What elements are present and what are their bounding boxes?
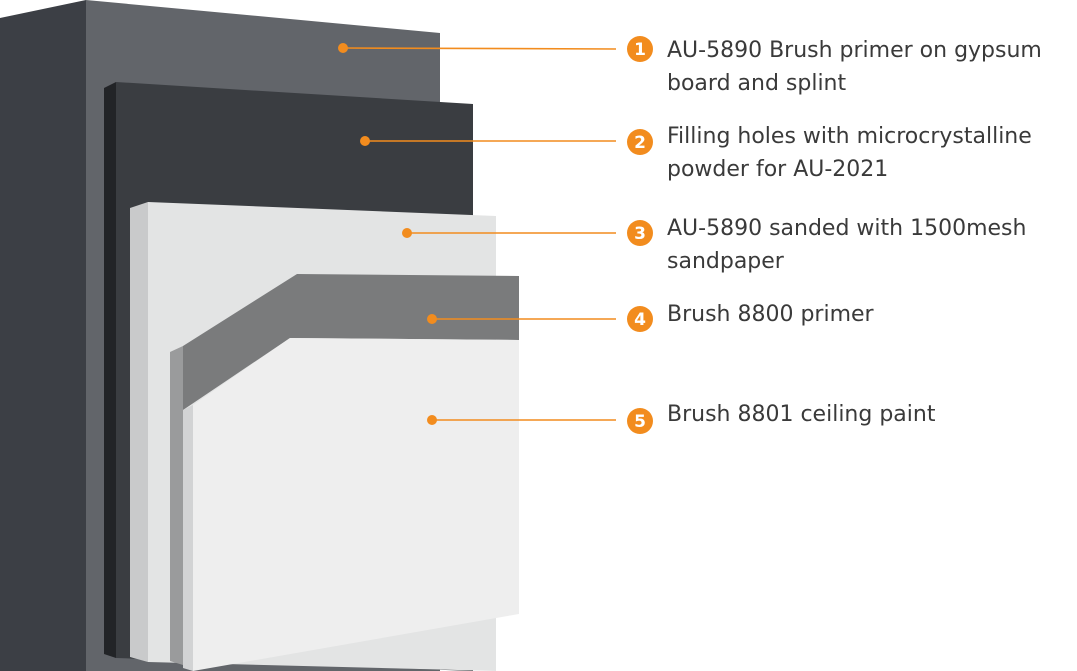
leader-dot-4 [427, 314, 437, 324]
callout-5: 5 Brush 8801 ceiling paint [427, 402, 936, 434]
layer-1-side [0, 0, 86, 671]
layer-5-slab [183, 338, 519, 671]
layer-4-face [183, 274, 519, 410]
layer-3-side [130, 202, 148, 662]
leader-dot-1 [338, 43, 348, 53]
layer-5-side [183, 405, 193, 671]
number-badge-1-text: 1 [634, 40, 646, 60]
number-badge-4-text: 4 [634, 310, 646, 330]
callout-1: 1 AU-5890 Brush primer on gypsum board a… [338, 36, 1042, 96]
layer-4-side [170, 346, 183, 665]
callout-2-line-2: powder for AU-2021 [667, 157, 888, 182]
number-badge-4 [627, 306, 653, 332]
layer-4-slab [170, 274, 519, 665]
leader-dot-2 [360, 136, 370, 146]
number-badge-5 [627, 408, 653, 434]
callout-2: 2 Filling holes with microcrystalline po… [360, 124, 1032, 182]
leader-line-1 [342, 47, 617, 50]
leader-dot-3 [402, 228, 412, 238]
callout-5-line-1: Brush 8801 ceiling paint [667, 402, 936, 427]
callout-3-line-1: AU-5890 sanded with 1500mesh [667, 216, 1026, 241]
callout-2-line-1: Filling holes with microcrystalline [667, 124, 1032, 149]
callout-4-line-1: Brush 8800 primer [667, 302, 875, 327]
callout-1-line-2: board and splint [667, 71, 847, 96]
number-badge-3-text: 3 [634, 224, 646, 244]
leader-dot-5 [427, 415, 437, 425]
layer-2-side [104, 82, 116, 658]
number-badge-5-text: 5 [634, 412, 646, 432]
number-badge-2-text: 2 [634, 133, 646, 153]
callout-4: 4 Brush 8800 primer [427, 302, 875, 332]
callout-3: 3 AU-5890 sanded with 1500mesh sandpaper [402, 216, 1026, 274]
layer-5-face [193, 338, 519, 671]
callout-1-line-1: AU-5890 Brush primer on gypsum [667, 38, 1042, 63]
number-badge-1 [627, 36, 653, 62]
callout-3-line-2: sandpaper [667, 249, 785, 274]
number-badge-2 [627, 129, 653, 155]
number-badge-3 [627, 220, 653, 246]
